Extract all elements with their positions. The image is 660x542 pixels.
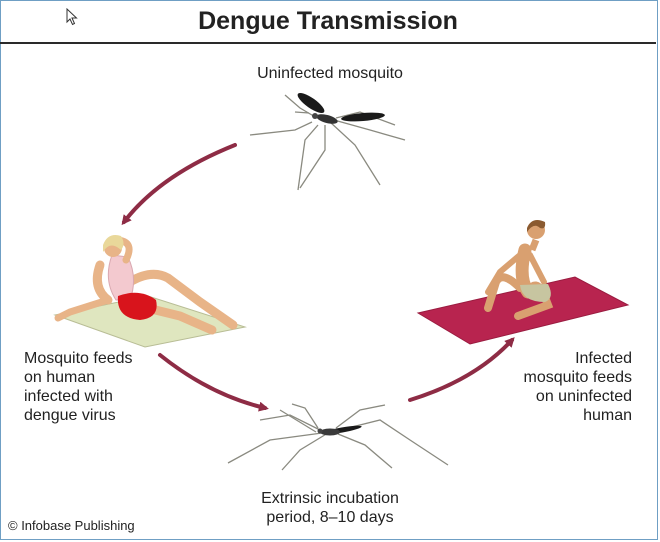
label-line: human: [583, 407, 632, 424]
page-title: Dengue Transmission: [198, 7, 458, 35]
mouse-cursor-icon: [66, 8, 78, 26]
label-line: on uninfected: [535, 388, 632, 405]
copyright-notice: © Infobase Publishing: [8, 518, 135, 533]
label-line: infected with: [24, 388, 113, 405]
uninfected-human-icon: [416, 220, 630, 345]
infected-human-feeding-label: Mosquito feeds on human infected with de…: [24, 349, 133, 425]
label-line: Mosquito feeds: [24, 350, 133, 367]
label-line: mosquito feeds: [523, 369, 632, 386]
label-line: dengue virus: [24, 407, 116, 424]
label-line: period, 8–10 days: [266, 509, 394, 526]
label-line: Infected: [575, 350, 632, 367]
title-bar: Dengue Transmission: [0, 0, 656, 44]
infected-mosquito-feeding-label: Infected mosquito feeds on uninfected hu…: [470, 349, 632, 425]
incubation-period-label: Extrinsic incubation period, 8–10 days: [0, 489, 660, 527]
uninfected-mosquito-label: Uninfected mosquito: [257, 65, 403, 82]
arrow-to-incubation: [158, 353, 269, 412]
infected-mosquito-icon: [227, 403, 449, 471]
infected-human-icon: [53, 235, 247, 348]
label-line: on human: [24, 369, 96, 386]
label-line: Extrinsic incubation: [261, 490, 399, 507]
uninfected-mosquito-icon: [249, 92, 406, 191]
arrow-to-infected-human: [121, 143, 237, 226]
arrow-to-uninfected-human: [408, 337, 515, 402]
